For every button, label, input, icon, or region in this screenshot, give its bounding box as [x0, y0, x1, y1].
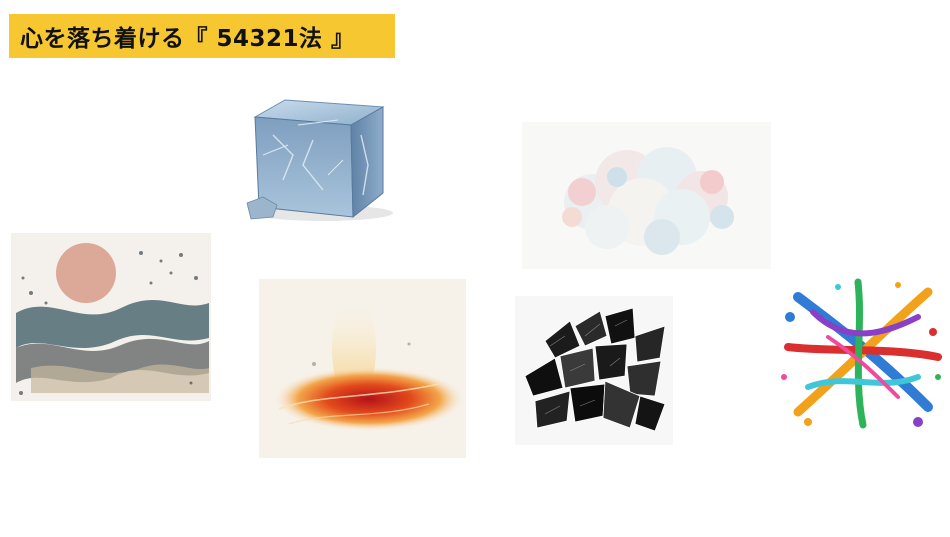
- black-rocks-illustration: [515, 296, 673, 445]
- fire-illustration: [259, 279, 466, 458]
- title-banner: 心を落ち着ける『 54321法 』: [9, 14, 395, 58]
- page-title: 心を落ち着ける『 54321法 』: [20, 26, 355, 52]
- sand-waves-illustration: [11, 233, 211, 401]
- cloud-illustration: [522, 122, 771, 269]
- ice-cube-illustration: [243, 95, 396, 223]
- paint-splash-illustration: [778, 277, 944, 429]
